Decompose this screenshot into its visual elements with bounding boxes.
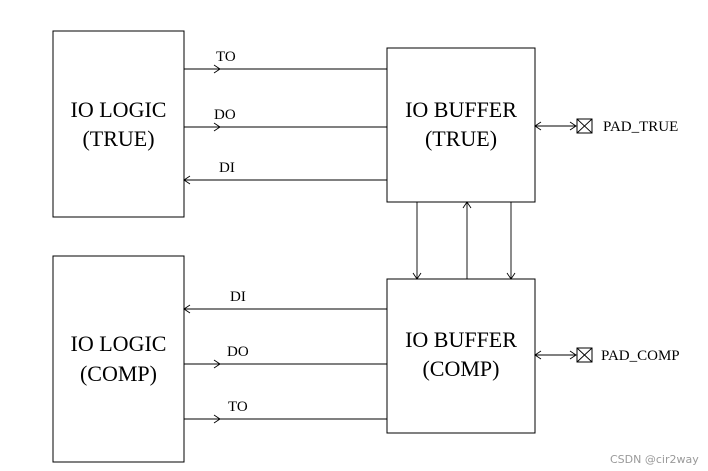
- pad-true-arrowhead-left: [534, 121, 542, 131]
- pad-comp-label: PAD_COMP: [601, 348, 680, 364]
- io-buffer-true-title: IO BUFFER: [405, 97, 517, 122]
- down-arrowhead-left: [412, 272, 422, 280]
- true-di-label: DI: [219, 160, 235, 176]
- true-to-arrowhead: [213, 64, 221, 74]
- true-do-label: DO: [214, 107, 236, 123]
- buffer-link-up: [462, 201, 472, 279]
- comp-do-signal: DO: [184, 344, 387, 369]
- true-do-arrowhead: [213, 122, 221, 132]
- pad-comp-arrowhead-left: [534, 350, 542, 360]
- io-logic-true-block: IO LOGIC (TRUE): [52, 30, 185, 218]
- pad-true-label: PAD_TRUE: [603, 119, 678, 135]
- io-buffer-comp-block: IO BUFFER (COMP): [386, 278, 536, 434]
- true-to-label: TO: [216, 49, 236, 65]
- io-buffer-comp-subtitle: (COMP): [422, 356, 499, 381]
- pad-comp-icon: [576, 347, 593, 363]
- true-do-signal: DO: [184, 107, 387, 132]
- down-arrowhead-right: [506, 272, 516, 280]
- io-logic-true-subtitle: (TRUE): [82, 126, 154, 151]
- true-di-arrowhead: [183, 175, 191, 185]
- pad-comp-connection: PAD_COMP: [534, 347, 680, 364]
- pad-comp-arrowhead-right: [569, 350, 577, 360]
- io-buffer-comp-title: IO BUFFER: [405, 327, 517, 352]
- comp-di-signal: DI: [183, 289, 387, 314]
- comp-to-signal: TO: [184, 399, 387, 424]
- comp-do-label: DO: [227, 344, 249, 360]
- pad-true-icon: [576, 118, 593, 134]
- comp-di-label: DI: [230, 289, 246, 305]
- io-buffer-true-subtitle: (TRUE): [425, 126, 497, 151]
- comp-di-arrowhead: [183, 304, 191, 314]
- io-logic-comp-block: IO LOGIC (COMP): [52, 255, 185, 463]
- comp-to-arrowhead: [213, 414, 221, 424]
- buffer-link-down-left: [412, 202, 422, 280]
- csdn-watermark: CSDN @cir2way: [610, 453, 699, 466]
- io-logic-comp-title: IO LOGIC: [71, 331, 167, 356]
- true-to-signal: TO: [184, 49, 387, 74]
- buffer-link-down-right: [506, 202, 516, 280]
- pad-true-connection: PAD_TRUE: [534, 118, 678, 135]
- pad-true-arrowhead-right: [569, 121, 577, 131]
- true-di-signal: DI: [183, 160, 387, 185]
- comp-do-arrowhead: [213, 359, 221, 369]
- io-logic-true-title: IO LOGIC: [71, 97, 167, 122]
- comp-to-label: TO: [228, 399, 248, 415]
- up-arrowhead: [462, 201, 472, 209]
- io-logic-comp-subtitle: (COMP): [80, 361, 157, 386]
- io-buffer-true-block: IO BUFFER (TRUE): [386, 47, 536, 203]
